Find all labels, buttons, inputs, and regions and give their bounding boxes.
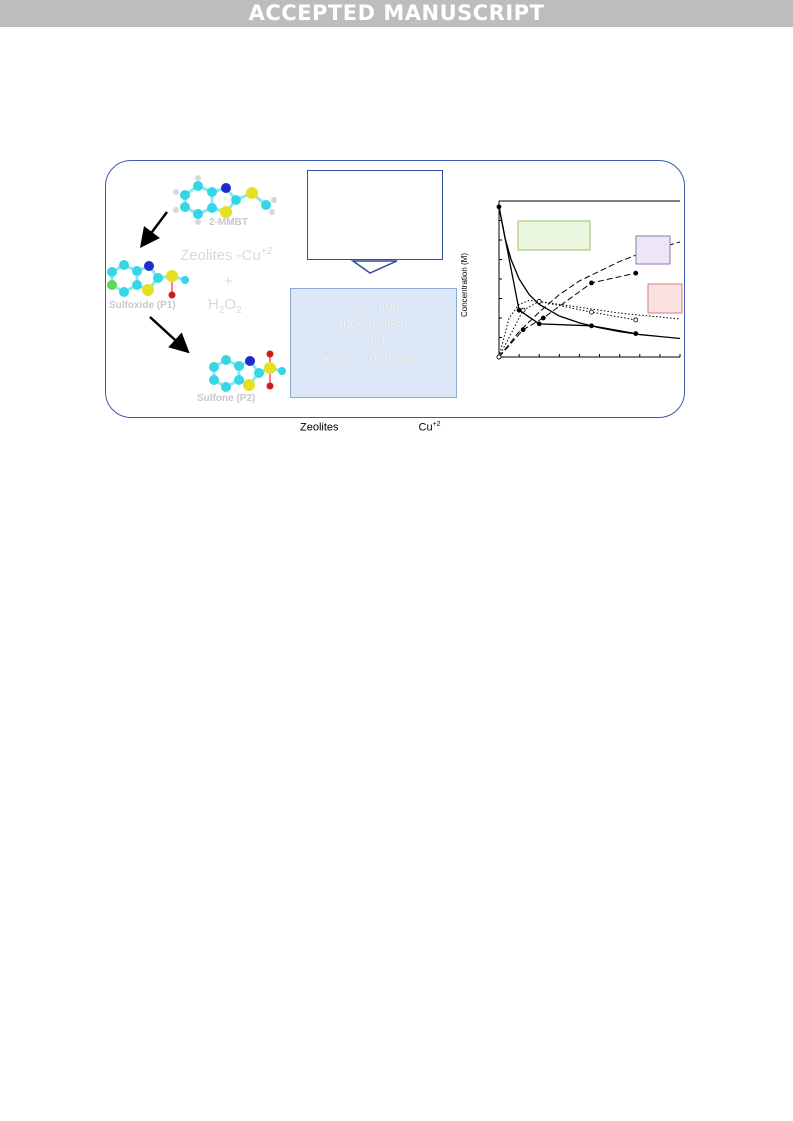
series-line-dotted-fit (498, 299, 681, 358)
mechanism-line-2: mechanism (338, 315, 409, 331)
mechanism-box: Reaction mechanism and kinetic modelling (290, 288, 457, 398)
series-line-dashed-fit (498, 241, 681, 358)
mechanism-line-4: kinetic modelling (323, 350, 424, 366)
mmbt-label: 2-MMBT (209, 217, 248, 228)
graphical-abstract-drawing: Concentration (M) (107, 175, 683, 392)
data-point (633, 317, 639, 323)
kinetic-chart: Concentration (M) (460, 200, 683, 360)
data-point (520, 327, 526, 333)
series-line-solid-fit (498, 206, 681, 340)
series-line-dashed-pts (498, 272, 636, 358)
sulfoxide-label: Sulfoxide (P1) (109, 300, 176, 311)
empty-text-box (307, 170, 443, 260)
data-point (536, 321, 542, 327)
data-point (496, 204, 502, 210)
oxidant-label: H2O2 (208, 296, 242, 316)
sulfone-molecule (209, 350, 286, 392)
arrow-mmbt-to-sulfoxide (140, 211, 168, 248)
data-point (536, 299, 542, 304)
accepted-manuscript-banner: ACCEPTED MANUSCRIPT (0, 0, 793, 27)
data-point (633, 270, 639, 276)
data-point (633, 331, 639, 337)
catalyst-label: Zeolites -Cu+2 (180, 246, 273, 264)
data-point (589, 309, 594, 315)
legend-box-red (647, 283, 683, 314)
data-point (589, 280, 594, 286)
sulfoxide-molecule (107, 260, 189, 299)
mechanism-line-3: and (362, 333, 385, 348)
plus-sign: + (224, 273, 233, 290)
sulfone-label: Sulfone (P2) (197, 393, 256, 404)
data-point (540, 315, 546, 321)
arrow-sulfoxide-to-sulfone (149, 316, 190, 354)
data-point (520, 307, 526, 313)
chart-y-axis-label: Concentration (M) (460, 253, 469, 317)
mechanism-line-1: Reaction (346, 298, 401, 313)
legend-box-purple (635, 235, 671, 265)
data-point (516, 307, 522, 313)
mmbt-molecule (173, 175, 277, 225)
data-point (589, 323, 594, 329)
data-point (496, 354, 502, 360)
legend-box-green (517, 220, 591, 251)
